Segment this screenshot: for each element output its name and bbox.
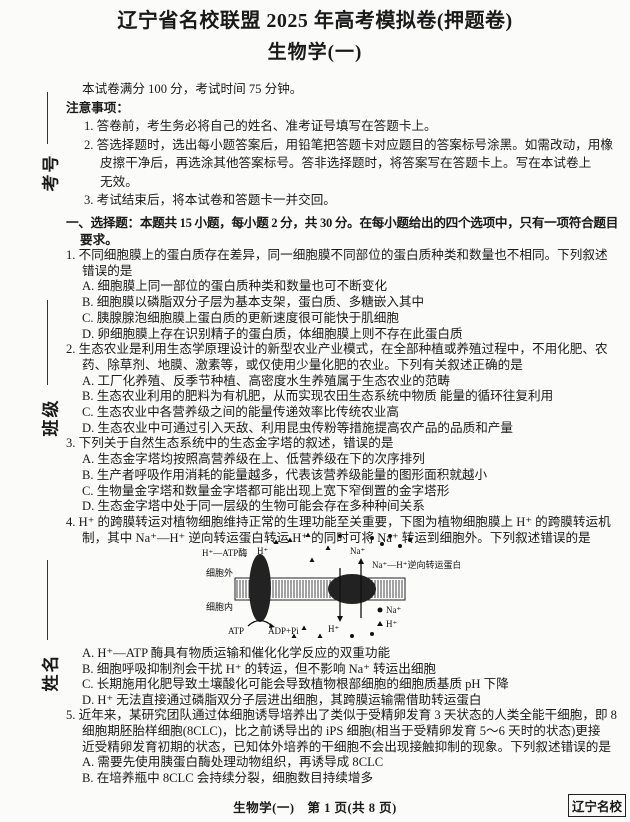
answer-option: D. H⁺ 无法直接通过磷脂双分子层进出细胞，其跨膜运输需借助转运蛋白 [82, 692, 482, 707]
page-footer: 生物学(一) 第 1 页(共 8 页) [233, 801, 397, 815]
section-heading: 要求。 [80, 233, 118, 247]
h-ion-marker [273, 539, 279, 544]
notice-item: 1. 答卷前，考生务必将自己的姓名、准考证号填写在答题卡上。 [84, 119, 437, 133]
notice-item: 无效。 [100, 174, 138, 189]
answer-option: D. 卵细胞膜上存在识别精子的蛋白质，体细胞膜上则不存在此蛋白质 [82, 326, 463, 341]
legend-na-dot [377, 607, 383, 613]
antiporter-protein [328, 574, 376, 604]
class-label: 班级 [41, 398, 61, 437]
h-ion-marker [325, 545, 331, 550]
legend-na-label: Na⁺ [386, 605, 401, 615]
membrane-transport-diagram: H⁺—ATP酶 H⁺ 细胞外 细胞内 ATP ADP+Pi Na⁺ Na⁺—H⁺… [202, 532, 460, 638]
exam-title: 辽宁省名校联盟 2025 年高考模拟卷(押题卷) [117, 10, 513, 32]
notice-item: 皮擦干净后，再选涂其他答案标号。答非选择题时，将答案写在答题卡上。写在本试卷上 [100, 156, 592, 171]
question-stem: 1. 不同细胞膜上的蛋白质存在差异，同一细胞膜不同部位的蛋白质种类和数量也不相同… [66, 248, 608, 262]
question-stem: 2. 生态农业是利用生态学原理设计的新型农业产业模式，在全部种植或养殖过程中，不… [66, 342, 608, 357]
answer-option: D. 生态金字塔中处于同一层级的生物可能会存在多种种间关系 [82, 499, 425, 514]
answer-option: A. H⁺—ATP 酶具有物质运输和催化化学反应的双重功能 [82, 646, 391, 660]
answer-option: B. 生态农业利用的肥料为有机肥，从而实现农田生态系统中物质 能量的循环往复利用 [82, 389, 554, 404]
na-ion-marker [380, 542, 384, 546]
adp-label: ADP+Pi [268, 626, 299, 636]
stamp-box: 辽宁名校 [568, 794, 627, 817]
name-line [47, 560, 48, 640]
score-info: 本试卷满分 100 分，考试时间 75 分钟。 [82, 82, 303, 96]
name-label: 姓名 [41, 653, 61, 692]
answer-option: D. 生态农业中可通过引入天敌、利用昆虫传粉等措施提高农产品的品质和产量 [82, 420, 513, 435]
atp-label: ATP [228, 626, 244, 636]
question-stem: 错误的是 [82, 263, 133, 278]
na-ion-marker [388, 534, 392, 538]
answer-option: A. 工厂化养殖、反季节种植、高密度水生养殖属于生态农业的范畴 [82, 373, 451, 388]
outside-label: 细胞外 [206, 567, 233, 578]
h-ion-marker [287, 537, 293, 542]
answer-option: C. 生物量金字塔和数量金字塔都可能出现上宽下窄倒置的金字塔形 [82, 483, 450, 498]
answer-option: B. 细胞呼吸抑制剂会干扰 H⁺ 的转运，但不影响 Na⁺ 转运出细胞 [82, 661, 437, 676]
answer-option: B. 细胞膜以磷脂双分子层为基本支架，蛋白质、多糖嵌入其中 [82, 295, 425, 310]
na-ion-marker [350, 634, 354, 638]
class-line [47, 300, 48, 385]
na-ion-marker [370, 536, 374, 540]
answer-option: C. 生态农业中各营养级之间的能量传递效率比传统农业高 [82, 405, 399, 419]
answer-option: B. 在培养瓶中 8CLC 会持续分裂，细胞数目持续增多 [82, 770, 374, 785]
h-ion-marker [317, 633, 323, 638]
na-ion-marker [338, 534, 342, 538]
answer-option: A. 需要先使用胰蛋白酶处理动物组织，再诱导成 8CLC [82, 755, 384, 770]
h-ion-marker [305, 532, 311, 537]
h-ion-marker [301, 625, 307, 630]
na-ion-marker [398, 544, 402, 548]
question-stem: 5. 近年来，某研究团队通过体细胞诱导培养出了类似于受精卵发育 3 天状态的人类… [66, 708, 617, 723]
answer-option: C. 长期施用化肥导致土壤酸化可能会导致植物根部细胞的细胞质基质 pH 下降 [82, 677, 509, 692]
section-heading: 一、选择题：本题共 15 小题，每小题 2 分，共 30 分。在每小题给出的四个… [66, 216, 619, 230]
antiporter-label: Na⁺—H⁺逆向转运蛋白 [372, 559, 460, 570]
answer-option: A. 细胞膜上同一部位的蛋白质种类和数量也可不断变化 [82, 279, 388, 294]
subject-title: 生物学(一) [267, 42, 363, 63]
answer-option: B. 生产者呼吸作用消耗的能量越多，代表该营养级能量的图形面积就越小 [82, 467, 488, 482]
legend-h-triangle [377, 621, 383, 626]
question-stem: 药、除草剂、地膜、激素等，或仅使用少量化肥的农业。下列有关叙述正确的是 [82, 357, 523, 372]
question-stem: 细胞期胚胎样细胞(8CLC)，比之前诱导出的 iPS 细胞(相当于受精卵发育 5… [82, 724, 601, 738]
h-atpase-label: H⁺—ATP酶 [202, 547, 247, 558]
exam-no-label: 考号 [41, 153, 61, 192]
exam-no-line [47, 92, 48, 144]
question-stem: 4. H⁺ 的跨膜转运对植物细胞维持正常的生理功能至关重要，下图为植物细胞膜上 … [66, 514, 611, 529]
h-bottom-label: H⁺ [328, 624, 339, 634]
answer-option: A. 生态金字塔均按照高营养级在上、低营养级在下的次序排列 [82, 452, 425, 467]
question-stem: 3. 下列关于自然生态系统中的生态金字塔的叙述，错误的是 [66, 436, 394, 451]
legend-h-label: H⁺ [386, 619, 397, 629]
h-ion-marker [309, 557, 315, 562]
h-top-label: H⁺ [257, 546, 268, 556]
na-top-label: Na⁺ [350, 546, 365, 556]
na-ion-marker [370, 632, 374, 636]
question-stem: 制，其中 Na⁺—H⁺ 逆向转运蛋白转运 H⁺ 的同时可将 Na⁺ 转运到细胞外… [82, 530, 591, 545]
notice-item: 3. 考试结束后，将本试卷和答题卡一并交回。 [84, 193, 336, 208]
question-stem: 近受精卵发育初期的状态，已知体外培养的干细胞不会出现接触抑制的现象。下列叙述错误… [82, 739, 611, 754]
h-atpase-protein [249, 554, 271, 622]
notice-item: 2. 答选择题时，选出每小题答案后，用铅笔把答题卡对应题目的答案标号涂黑。如需改… [84, 137, 613, 152]
inside-label: 细胞内 [206, 601, 233, 612]
notice-heading: 注意事项： [66, 101, 129, 115]
answer-option: C. 胰腺腺泡细胞膜上蛋白质的更新速度很可能快于肌细胞 [82, 310, 399, 325]
h-ion-marker [291, 633, 297, 638]
na-ion-marker [408, 538, 412, 542]
